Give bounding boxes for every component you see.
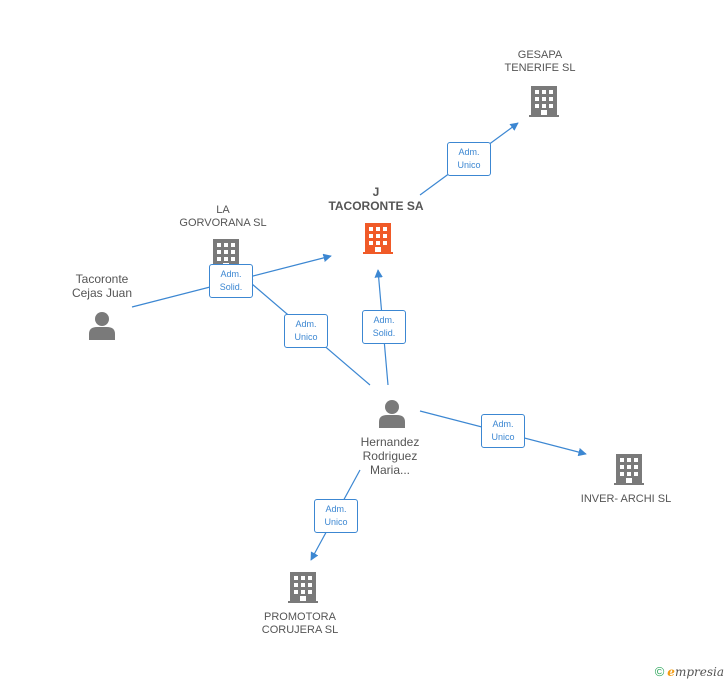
label-line: PROMOTORA [264, 611, 336, 623]
edge-label-line: Adm. [373, 315, 395, 325]
label-line: INVER- ARCHI SL [580, 493, 672, 505]
edge-label-line: Unico [491, 432, 515, 442]
edge-label-main-gesapa: Adm. Unico [447, 142, 491, 176]
building-icon[interactable] [288, 572, 318, 603]
edge-label-line: Adm. [458, 147, 480, 157]
node-label-tacoronte-cejas-juan[interactable]: Tacoronte Cejas Juan [42, 272, 162, 300]
label-line: TENERIFE SL [504, 62, 576, 74]
label-line: Cejas Juan [71, 286, 133, 300]
label-line: Maria... [369, 463, 410, 477]
edge-label-hernandez-main: Adm. Solid. [362, 310, 406, 344]
node-label-j-tacoronte-sa[interactable]: J TACORONTE SA [316, 185, 436, 213]
building-icon[interactable] [363, 223, 393, 254]
label-line: TACORONTE SA [328, 199, 424, 213]
label-line: Tacoronte [75, 272, 129, 286]
edge-label-hernandez-promotora: Adm. Unico [314, 499, 358, 533]
edge-label-line: Unico [294, 332, 318, 342]
edge-label-tacoronte-main: Adm. Solid. [209, 264, 253, 298]
node-label-promotora-corujera[interactable]: PROMOTORA CORUJERA SL [240, 611, 360, 637]
edge-label-hernandez-inver: Adm. Unico [481, 414, 525, 448]
edge-label-line: Unico [457, 160, 481, 170]
footer-credit: ©empresia [655, 664, 724, 679]
label-line: CORUJERA SL [261, 624, 339, 636]
building-icon[interactable] [614, 454, 644, 485]
brand-initial: e [667, 665, 675, 679]
edge-label-line: Adm. [325, 504, 347, 514]
brand-name: mpresia [674, 665, 724, 679]
brand-logo[interactable]: empresia [667, 665, 724, 679]
edge-label-line: Solid. [372, 328, 396, 338]
edge-label-line: Adm. [492, 419, 514, 429]
edge-label-hernandez-gorvorana: Adm. Unico [284, 314, 328, 348]
node-label-gesapa-tenerife[interactable]: GESAPA TENERIFE SL [480, 49, 600, 75]
edge-label-line: Adm. [220, 269, 242, 279]
edge-label-line: Adm. [295, 319, 317, 329]
label-line: LA [216, 204, 230, 216]
node-label-hernandez-rodriguez[interactable]: Hernandez Rodriguez Maria... [330, 435, 450, 477]
copyright-icon: © [654, 664, 665, 679]
node-label-inver-archi[interactable]: INVER- ARCHI SL [566, 493, 686, 506]
edge-label-line: Solid. [219, 282, 243, 292]
label-line: GORVORANA SL [179, 217, 267, 229]
person-icon[interactable] [379, 400, 405, 428]
node-label-la-gorvorana[interactable]: LA GORVORANA SL [163, 204, 283, 230]
building-icon[interactable] [529, 86, 559, 117]
label-line: Rodriguez [362, 449, 418, 463]
label-line: Hernandez [360, 435, 420, 449]
label-line: GESAPA [517, 49, 563, 61]
edge-label-line: Unico [324, 517, 348, 527]
person-icon[interactable] [89, 312, 115, 340]
label-line: J [372, 185, 380, 199]
